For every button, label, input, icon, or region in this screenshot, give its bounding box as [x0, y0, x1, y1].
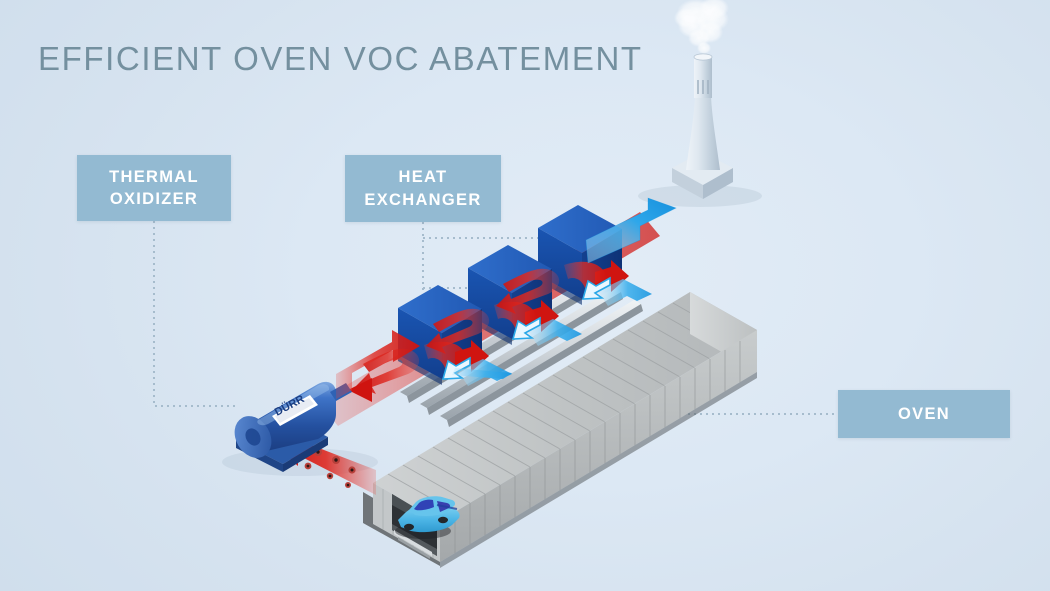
callout-oven[interactable]: OVEN: [838, 390, 1010, 438]
exhaust-stack: [672, 0, 733, 199]
stack-mouth: [693, 53, 713, 61]
car-wheel-rear: [438, 516, 448, 524]
stack-base-left: [672, 168, 703, 199]
leader-thermal-oxidizer: [153, 221, 238, 407]
callout-oven-label: OVEN: [898, 404, 950, 423]
oxidizer-skid-right: [283, 437, 328, 472]
stack-column: [686, 96, 720, 170]
car-wheel-front: [404, 523, 414, 531]
stack-slot-3: [707, 80, 709, 94]
hot-gas-arrow-to-hx: [336, 330, 420, 399]
stack-slot-1: [697, 80, 699, 94]
clean-air-arrow-unit-2: [511, 316, 582, 346]
callout-heat-exchanger[interactable]: HEAT EXCHANGER: [345, 155, 501, 222]
oven-interior-floor: [392, 524, 437, 556]
callout-heat-line1: HEAT: [398, 168, 448, 187]
callout-thermal-oxidizer[interactable]: THERMAL OXIDIZER: [77, 155, 231, 221]
callout-thermal-line1: THERMAL: [109, 167, 199, 186]
stack-base-right: [703, 168, 733, 199]
oven-side-ribs: [454, 341, 741, 554]
voc-particles: [304, 448, 356, 488]
car-body: [395, 496, 460, 539]
page-title: EFFICIENT OVEN VOC ABATEMENT: [38, 40, 643, 77]
stack-arrow-shape: [586, 198, 676, 263]
oven-side-long: [440, 330, 757, 562]
smoke-plume: [674, 0, 729, 54]
callout-heat-line2: EXCHANGER: [364, 190, 482, 209]
oxidizer-manway: [245, 428, 261, 446]
car-window-front: [414, 499, 434, 511]
clean-air-arrow-unit-3: [581, 276, 652, 306]
clean-air-arrow-unit-1: [441, 356, 512, 386]
conveyor-rail: [394, 530, 432, 559]
car-beltline: [436, 504, 458, 510]
stack-slot-2: [702, 80, 704, 94]
duct-3: [440, 300, 643, 427]
oven-base-shadow: [440, 372, 757, 568]
clean-air-to-stack-arrow: [585, 197, 677, 264]
callout-thermal-line2: OXIDIZER: [109, 190, 199, 208]
